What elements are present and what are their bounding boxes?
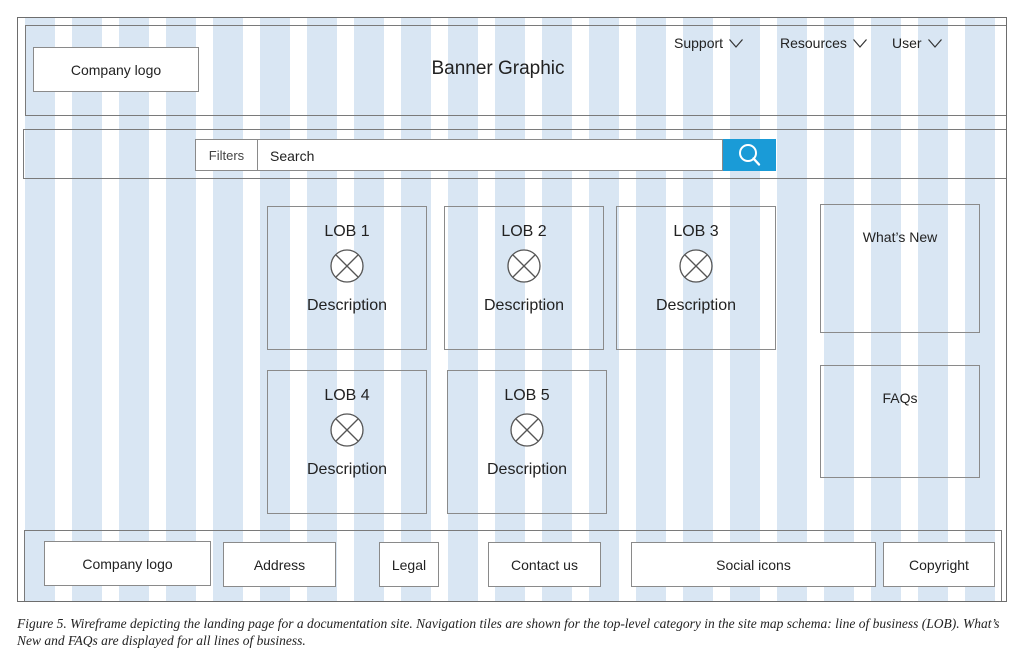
filters-label: Filters (208, 147, 245, 163)
search-region (23, 129, 1006, 179)
chevron-down-icon (729, 38, 744, 48)
footer-legal-label: Legal (391, 556, 427, 573)
lob-tile-title: LOB 1 (324, 223, 370, 240)
header-region (25, 25, 1006, 116)
footer-logo-label: Company logo (82, 555, 173, 572)
footer-address-label: Address (253, 556, 306, 573)
chevron-down-icon (852, 38, 867, 48)
nav-support-label: Support (674, 35, 724, 51)
lob-tile-title: LOB 5 (504, 387, 550, 404)
faqs-panel[interactable]: FAQs (820, 365, 980, 478)
lob-tile-title: LOB 4 (324, 387, 370, 404)
faqs-title: FAQs (882, 390, 918, 406)
nav-resources[interactable]: Resources (780, 35, 867, 51)
banner-graphic: Banner Graphic (431, 58, 565, 79)
lob-tile[interactable]: LOB 2 Description (444, 206, 604, 350)
lob-tile-description: Description (306, 461, 388, 478)
lob-tile[interactable]: LOB 1 Description (267, 206, 427, 350)
placeholder-x-icon (330, 249, 364, 283)
whats-new-title: What’s New (862, 229, 938, 245)
lob-tile-description: Description (306, 297, 388, 314)
footer-legal-link[interactable]: Legal (379, 542, 439, 587)
header-logo-label: Company logo (70, 61, 162, 78)
search-label: Search (270, 148, 315, 164)
figure-caption: Figure 5. Wireframe depicting the landin… (17, 616, 1000, 648)
search-icon (739, 144, 761, 166)
lob-tile-title: LOB 3 (673, 223, 719, 240)
lob-tile-description: Description (483, 297, 565, 314)
search-input[interactable]: Search (258, 139, 723, 171)
lob-tile[interactable]: LOB 4 Description (267, 370, 427, 514)
footer-region (24, 530, 1002, 601)
footer-company-logo[interactable]: Company logo (44, 541, 211, 586)
lob-tile[interactable]: LOB 3 Description (616, 206, 776, 350)
header-company-logo[interactable]: Company logo (33, 47, 199, 92)
footer-address[interactable]: Address (223, 542, 336, 587)
nav-user-label: User (892, 35, 922, 51)
footer-copyright: Copyright (883, 542, 995, 587)
lob-tile-title: LOB 2 (501, 223, 547, 240)
nav-support[interactable]: Support (674, 35, 744, 51)
footer-contact-link[interactable]: Contact us (488, 542, 601, 587)
wireframe-frame: Company logo Banner Graphic Support Reso… (17, 17, 1007, 602)
footer-contact-label: Contact us (511, 556, 578, 573)
footer-copyright-label: Copyright (909, 556, 969, 573)
nav-user[interactable]: User (892, 35, 942, 51)
search-button[interactable] (723, 139, 776, 171)
placeholder-x-icon (679, 249, 713, 283)
footer-social-label: Social icons (716, 556, 791, 573)
whats-new-panel[interactable]: What’s New (820, 204, 980, 333)
footer-social-icons[interactable]: Social icons (631, 542, 876, 587)
placeholder-x-icon (330, 413, 364, 447)
lob-tile-description: Description (655, 297, 737, 314)
lob-tile[interactable]: LOB 5 Description (447, 370, 607, 514)
filters-button[interactable]: Filters (195, 139, 258, 171)
lob-tile-description: Description (486, 461, 568, 478)
placeholder-x-icon (507, 249, 541, 283)
nav-resources-label: Resources (780, 35, 847, 51)
chevron-down-icon (927, 38, 942, 48)
placeholder-x-icon (510, 413, 544, 447)
